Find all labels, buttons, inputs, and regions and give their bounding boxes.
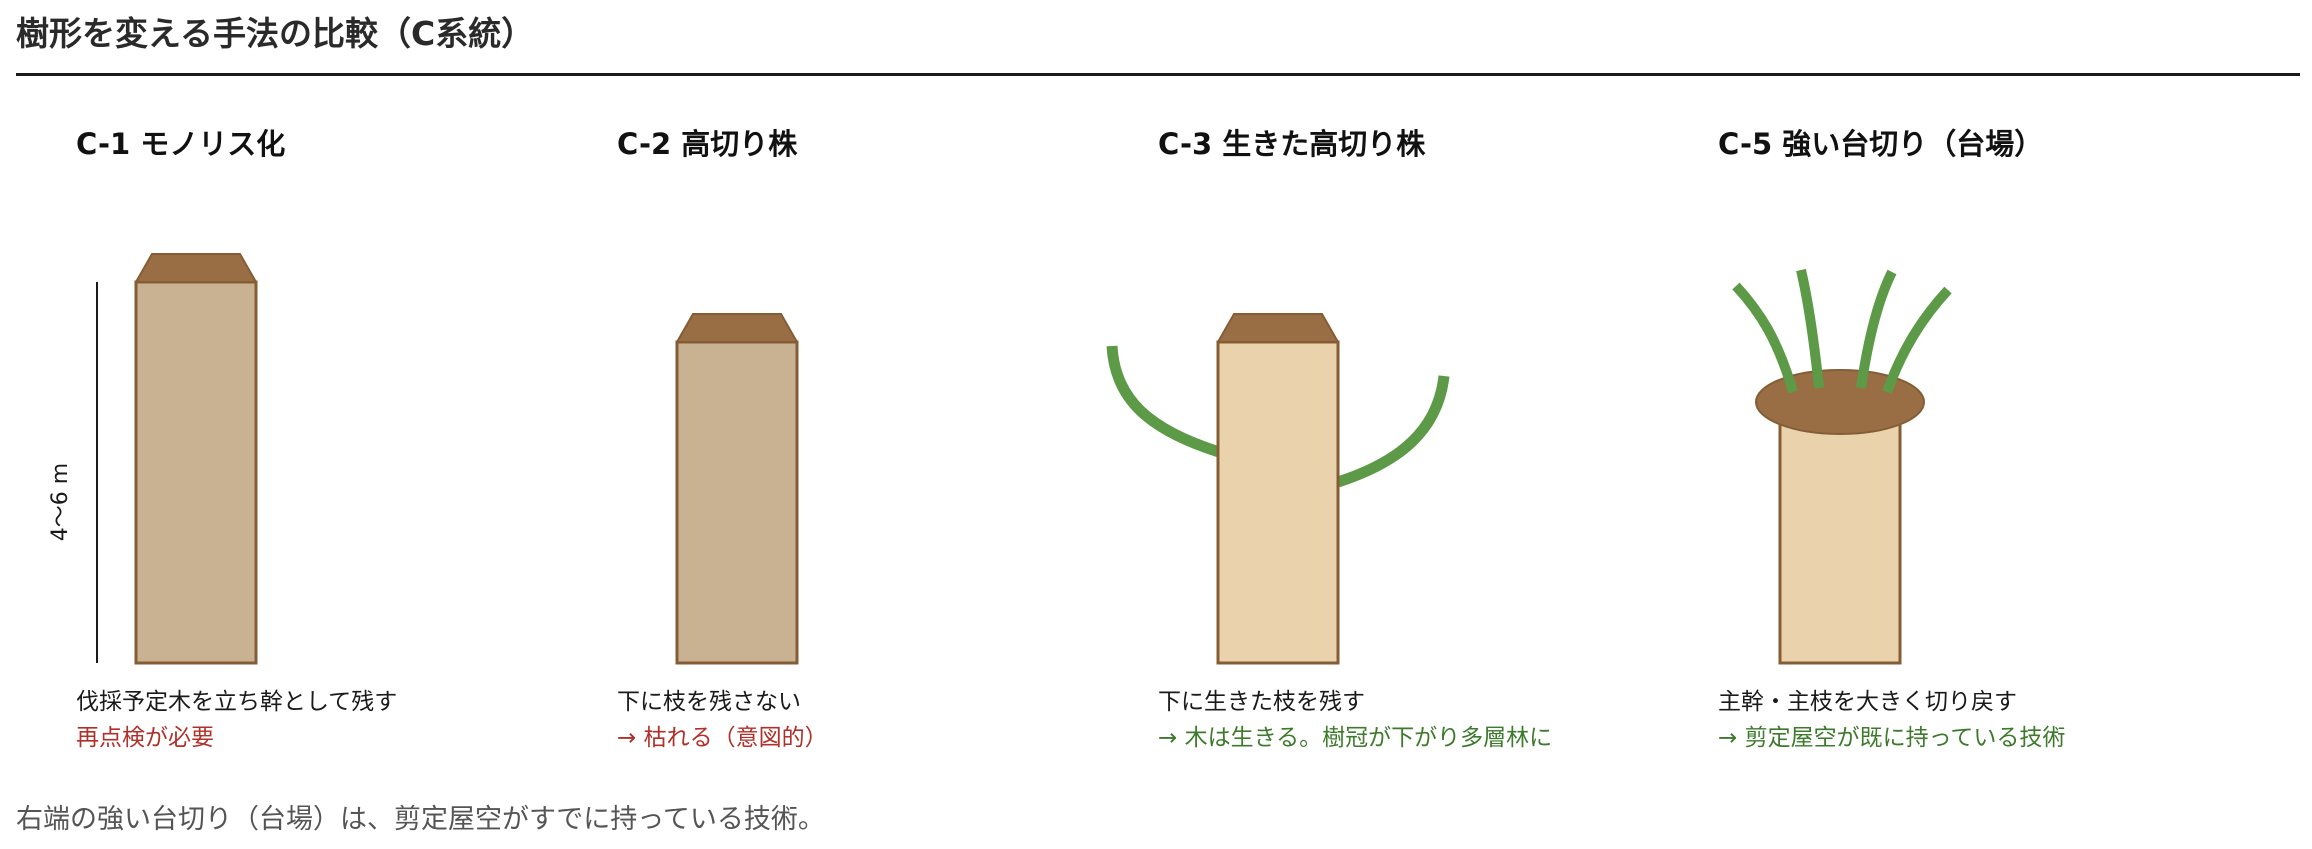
c3-living-stump-illustration	[1106, 313, 1450, 665]
panel-heading-c3: C-3 生きた高切り株	[1158, 127, 1426, 161]
panel-heading-c5: C-5 強い台切り（台場）	[1718, 127, 2044, 161]
c5-trunk	[1778, 418, 1902, 665]
c5-pollard-illustration	[1732, 268, 1952, 665]
c3-cut-top	[1216, 313, 1340, 343]
panel-note-c3: → 木は生きる。樹冠が下がり多層林に	[1158, 725, 1553, 751]
title-divider	[16, 73, 2300, 76]
c1-monolith-illustration	[96, 253, 258, 665]
panel-description-c2: 下に枝を残さない	[617, 689, 801, 715]
panel-heading-c1: C-1 モノリス化	[76, 127, 286, 161]
panel-note-c1: 再点検が必要	[76, 725, 214, 751]
c5-pollard-head	[1755, 369, 1925, 435]
footer-note: 右端の強い台切り（台場）は、剪定屋空がすでに持っている技術。	[16, 804, 825, 835]
panel-note-c5: → 剪定屋空が既に持っている技術	[1718, 725, 2066, 751]
c2-cut-top	[675, 313, 799, 343]
c5-sprout-1	[1732, 282, 1798, 394]
c1-trunk	[134, 280, 258, 665]
c1-cut-top	[134, 253, 258, 283]
panel-heading-c2: C-2 高切り株	[617, 127, 798, 161]
c2-trunk	[675, 340, 799, 665]
panel-description-c5: 主幹・主枝を大きく切り戻す	[1718, 689, 2017, 715]
panel-description-c3: 下に生きた枝を残す	[1158, 689, 1365, 715]
c5-sprout-3	[1856, 269, 1897, 389]
panel-description-c1: 伐採予定木を立ち幹として残す	[76, 689, 398, 715]
c3-left-branch	[1106, 345, 1221, 458]
c2-tall-stump-illustration	[675, 313, 799, 665]
height-dimension-label: 4〜6 m	[48, 462, 73, 542]
c3-right-branch	[1336, 375, 1450, 488]
panel-note-c2: → 枯れる（意図的）	[617, 725, 828, 751]
c5-sprout-4	[1882, 286, 1952, 394]
c3-trunk	[1216, 340, 1340, 665]
c5-sprout-2	[1796, 268, 1824, 389]
page-title: 樹形を変える手法の比較（C系統）	[16, 14, 535, 53]
